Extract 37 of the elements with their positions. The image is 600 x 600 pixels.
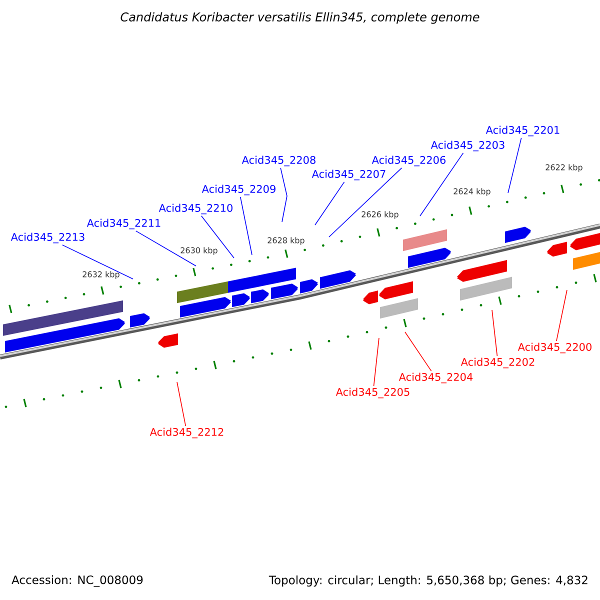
scale-label: 2624 kbp <box>454 188 490 196</box>
leader-line <box>373 338 380 386</box>
leader-line <box>556 290 568 342</box>
gene-label: Acid345_2201 <box>486 126 560 136</box>
gene-label: Acid345_2210 <box>158 204 232 214</box>
gene-label: Acid345_2208 <box>242 156 316 166</box>
gene-label: Acid345_2205 <box>336 388 410 398</box>
title: Candidatus Koribacter versatilis Ellin345, complete genome <box>120 12 480 24</box>
gene-label: Acid345_2213 <box>10 232 84 244</box>
scale-label: 2622 kbp <box>546 164 582 172</box>
scale-label: 2632 kbp <box>82 271 120 279</box>
leader-line <box>200 216 234 258</box>
leader-line <box>508 138 522 194</box>
gene-label: Acid345_2209 <box>202 184 276 196</box>
gene-label: Acid345_2200 <box>518 342 592 354</box>
leader-line <box>62 244 134 280</box>
gene-label: Acid345_2204 <box>398 372 473 384</box>
leader-line <box>492 310 498 356</box>
accession-text: Accession: NC_008009 <box>12 575 143 587</box>
gene-label: Acid345_2211 <box>86 218 160 230</box>
gene-label: Acid345_2206 <box>372 156 446 166</box>
genome-stats-text: Topology: circular; Length: 5,650,368 bp; Genes: 4,832 <box>268 575 588 587</box>
leader-line <box>176 382 186 426</box>
gene-label: Acid345_2203 <box>430 140 504 152</box>
gene-label: Acid345_2202 <box>460 358 534 368</box>
scale-label: 2626 kbp <box>362 211 398 219</box>
leader-line <box>404 332 432 372</box>
scale-label: 2630 kbp <box>180 247 218 255</box>
leader-line <box>328 168 402 238</box>
leader-line <box>135 230 196 266</box>
gene-label: Acid345_2212 <box>150 428 224 438</box>
leader-line <box>240 196 252 256</box>
leader-line <box>280 168 288 222</box>
scale-label: 2628 kbp <box>268 237 304 245</box>
gene-label: Acid345_2207 <box>312 170 386 180</box>
leader-line <box>314 182 345 226</box>
leader-line <box>420 152 464 216</box>
